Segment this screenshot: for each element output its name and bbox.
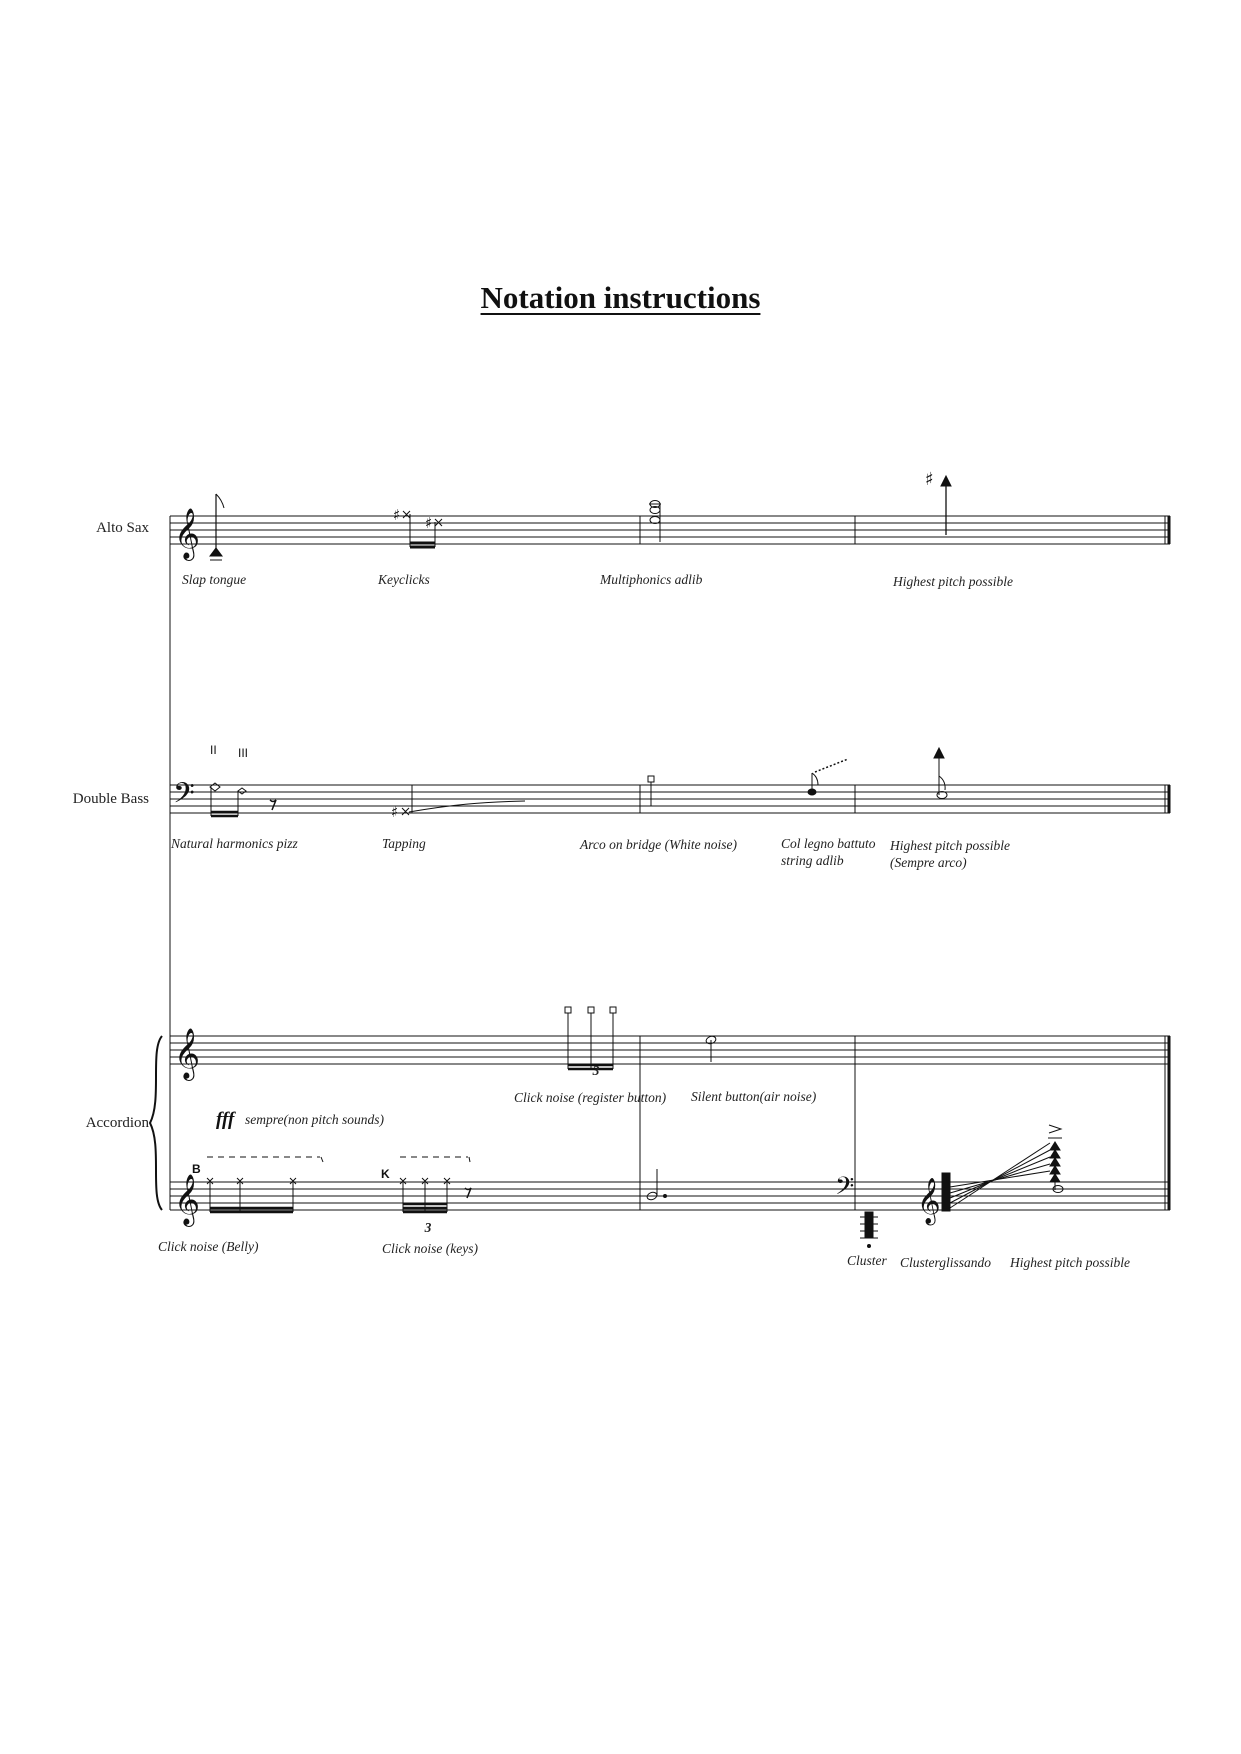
treble-clef-icon: 𝄞 <box>174 1174 200 1227</box>
sharp-icon: ♯ <box>391 803 398 821</box>
sharp-icon: ♯ <box>425 514 432 532</box>
string-marker-III: III <box>238 746 248 760</box>
label-keyclicks: Keyclicks <box>377 572 430 587</box>
alto-sax-staff <box>170 515 1171 545</box>
label-highest-pitch-1: Highest pitch possible <box>889 838 1010 853</box>
label-tapping: Tapping <box>382 836 426 851</box>
tuplet-3-top: 3 <box>592 1063 600 1078</box>
treble-clef-icon: 𝄞 <box>917 1178 941 1226</box>
label-highest-pitch-2: (Sempre arco) <box>890 855 967 870</box>
accordion-brace <box>148 1035 163 1211</box>
bass-clef-icon: 𝄢 <box>173 777 195 817</box>
label-col-legno-1: Col legno battuto <box>781 836 876 851</box>
treble-clef-icon: 𝄞 <box>174 1028 200 1081</box>
marker-belly: B <box>192 1162 201 1176</box>
label-dynamic-text: sempre(non pitch sounds) <box>245 1112 384 1127</box>
marker-keys: K <box>381 1167 390 1181</box>
label-cluster: Cluster <box>847 1253 888 1268</box>
label-slap-tongue: Slap tongue <box>182 572 246 587</box>
label-col-legno-2: string adlib <box>781 853 844 868</box>
label-click-belly: Click noise (Belly) <box>158 1239 259 1254</box>
label-highest-pitch: Highest pitch possible <box>892 574 1013 589</box>
label-highest-pitch-accordion: Highest pitch possible <box>1009 1255 1130 1270</box>
instrument-double-bass: Double Bass <box>73 791 149 807</box>
label-register-click: Click noise (register button) <box>514 1090 667 1105</box>
label-silent-button: Silent button(air noise) <box>691 1089 817 1104</box>
label-natural-harmonics: Natural harmonics pizz <box>170 836 299 851</box>
instrument-accordion: Accordion <box>86 1115 150 1131</box>
page-title: Notation instructions <box>480 280 761 315</box>
tuplet-3-bottom: 3 <box>424 1220 432 1235</box>
sharp-icon: ♯ <box>925 469 934 490</box>
treble-clef-icon: 𝄞 <box>174 508 200 561</box>
bass-clef-icon: 𝄢 <box>835 1172 854 1207</box>
sharp-icon: ♯ <box>393 506 400 524</box>
string-marker-II: II <box>210 743 217 757</box>
dynamic-fff: fff <box>216 1109 236 1130</box>
label-multiphonics: Multiphonics adlib <box>599 572 703 587</box>
label-click-keys: Click noise (keys) <box>382 1241 478 1256</box>
accordion-lower-staff <box>170 1181 1170 1211</box>
accordion-upper-staff <box>170 1035 1171 1210</box>
natural-icon: ♮ <box>945 1173 950 1189</box>
instrument-alto-sax: Alto Sax <box>96 520 149 536</box>
double-bass-staff <box>170 784 1171 814</box>
label-cluster-gliss: Clusterglissando <box>900 1255 991 1270</box>
label-arco-bridge: Arco on bridge (White noise) <box>579 837 737 852</box>
